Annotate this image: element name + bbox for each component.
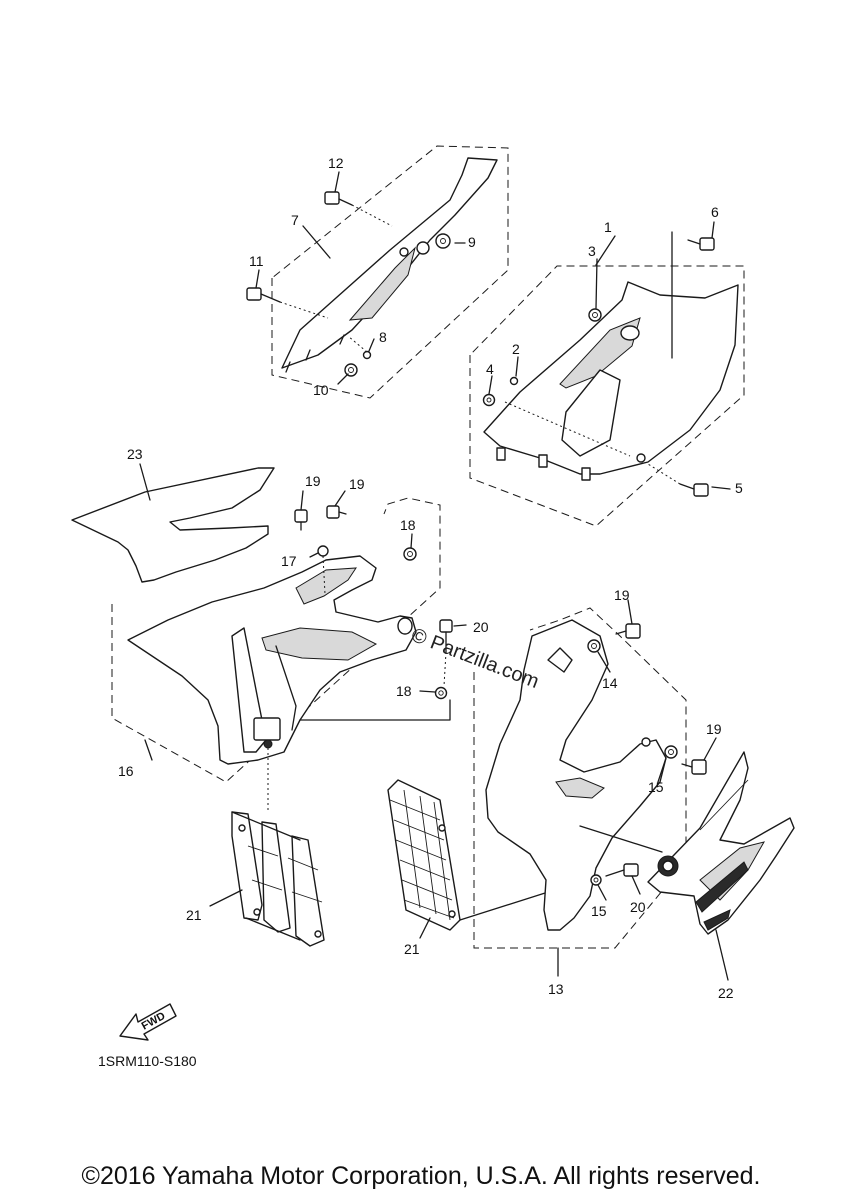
callout-15-b: 15	[591, 903, 607, 919]
callout-7: 7	[291, 212, 299, 228]
callout-17: 17	[281, 553, 297, 569]
collar-15-a	[664, 745, 678, 759]
callout-21-b: 21	[404, 941, 420, 957]
copyright-notice: ©2016 Yamaha Motor Corporation, U.S.A. A…	[81, 1162, 761, 1190]
nut-8	[347, 335, 372, 360]
callout-5: 5	[735, 480, 743, 496]
grommet-17	[317, 545, 329, 595]
bolt-20-a	[439, 619, 453, 687]
callout-8: 8	[379, 329, 387, 345]
radiator-shroud-13	[473, 607, 687, 949]
callout-19-b: 19	[349, 476, 365, 492]
callout-18-a: 18	[400, 517, 416, 533]
callout-14: 14	[602, 675, 618, 691]
fwd-arrow-icon: FWD	[119, 1003, 177, 1041]
bolt-12	[324, 191, 393, 227]
callout-12: 12	[328, 155, 344, 171]
bolt-19-d	[681, 759, 707, 775]
leader-lines	[139, 171, 731, 981]
louver-21-a	[231, 811, 325, 947]
callout-4: 4	[486, 361, 494, 377]
bolt-19-a	[294, 509, 308, 531]
callout-3: 3	[588, 243, 596, 259]
collar-14	[587, 639, 601, 653]
callout-20-b: 20	[630, 899, 646, 915]
louver-21-b	[387, 779, 587, 931]
side-panel-1	[469, 231, 745, 527]
callout-13: 13	[548, 981, 564, 997]
cover-panel-7	[271, 145, 509, 399]
washer-9	[435, 233, 451, 249]
callout-9: 9	[468, 234, 476, 250]
callout-11: 11	[249, 253, 264, 269]
bolt-6	[687, 237, 715, 251]
callout-21-a: 21	[186, 907, 202, 923]
callout-10: 10	[313, 382, 329, 398]
bolt-19-b	[326, 505, 347, 519]
collar-18-a	[403, 547, 417, 561]
callout-19-d: 19	[706, 721, 722, 737]
bolt-11	[246, 287, 329, 319]
shroud-decal-22	[647, 751, 795, 935]
callout-15-a: 15	[648, 779, 664, 795]
callout-1: 1	[604, 219, 612, 235]
radiator-shroud-16	[111, 497, 441, 812]
decal-23	[71, 467, 275, 583]
bolt-5	[647, 463, 709, 497]
bolt-20-b	[605, 863, 639, 877]
callout-22: 22	[718, 985, 734, 1001]
callout-19-a: 19	[305, 473, 321, 489]
nut-2	[509, 376, 519, 386]
grommet-10	[344, 363, 358, 377]
grommet-4	[482, 393, 496, 407]
grommet-3	[588, 308, 602, 322]
callout-20-a: 20	[473, 619, 489, 635]
collar-15-b	[590, 874, 602, 886]
callout-23: 23	[127, 446, 143, 462]
callout-2: 2	[512, 341, 520, 357]
callout-16: 16	[118, 763, 134, 779]
callout-6: 6	[711, 204, 719, 220]
collar-18-b	[299, 686, 451, 721]
callout-19-c: 19	[614, 587, 630, 603]
bolt-19-c	[615, 623, 641, 639]
callout-18-b: 18	[396, 683, 412, 699]
diagram-code: 1SRM110-S180	[98, 1053, 197, 1069]
